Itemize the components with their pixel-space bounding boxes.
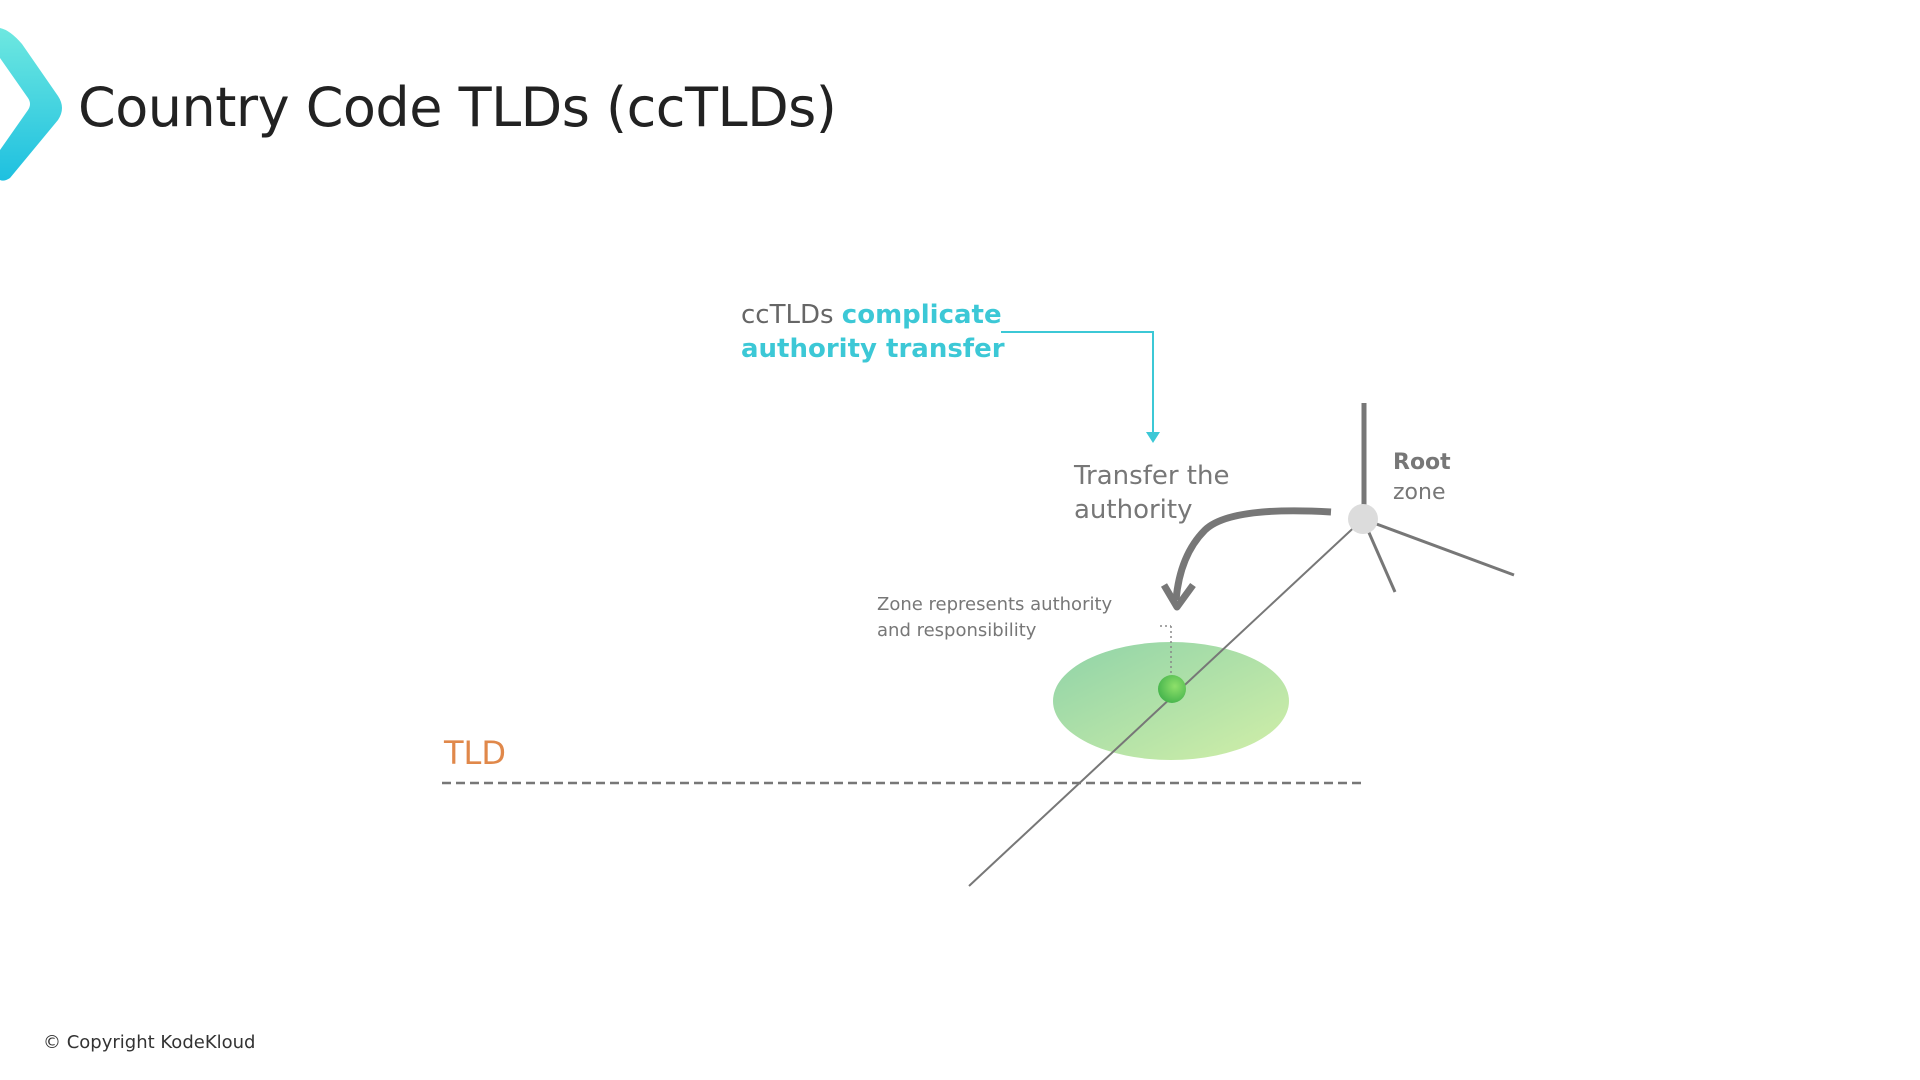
transfer-arrowhead-icon	[1160, 582, 1196, 611]
transfer-label: Transfer the authority	[1074, 459, 1229, 527]
callout-arrowhead-icon	[1146, 432, 1160, 443]
copyright: © Copyright KodeKloud	[43, 1032, 256, 1053]
callout-prefix: ccTLDs	[741, 300, 842, 330]
root-label-line1: Root	[1393, 450, 1451, 475]
root-label-line2: zone	[1393, 480, 1446, 505]
logo-chevron-icon	[0, 28, 62, 181]
transfer-label-line2: authority	[1074, 495, 1193, 525]
zone-note-line2: and responsibility	[877, 620, 1037, 641]
transfer-label-line1: Transfer the	[1074, 461, 1230, 491]
callout-highlight-2: authority transfer	[741, 334, 1005, 364]
callout-connector	[1001, 331, 1154, 434]
zone-note-line1: Zone represents authority	[877, 594, 1113, 615]
tld-label: TLD	[444, 734, 507, 772]
root-zone-label: Root zone	[1393, 448, 1451, 508]
zone-note: Zone represents authority and responsibi…	[877, 592, 1112, 644]
callout-highlight-1: complicate	[841, 300, 1002, 330]
tree-main-branch	[968, 518, 1364, 887]
tree-branch-right	[1362, 517, 1515, 577]
root-node	[1348, 504, 1378, 534]
page-title: Country Code TLDs (ccTLDs)	[78, 76, 837, 139]
callout-text: ccTLDs complicate authority transfer	[741, 298, 1005, 366]
transfer-arrow	[1172, 507, 1332, 601]
tld-node	[1158, 675, 1186, 703]
